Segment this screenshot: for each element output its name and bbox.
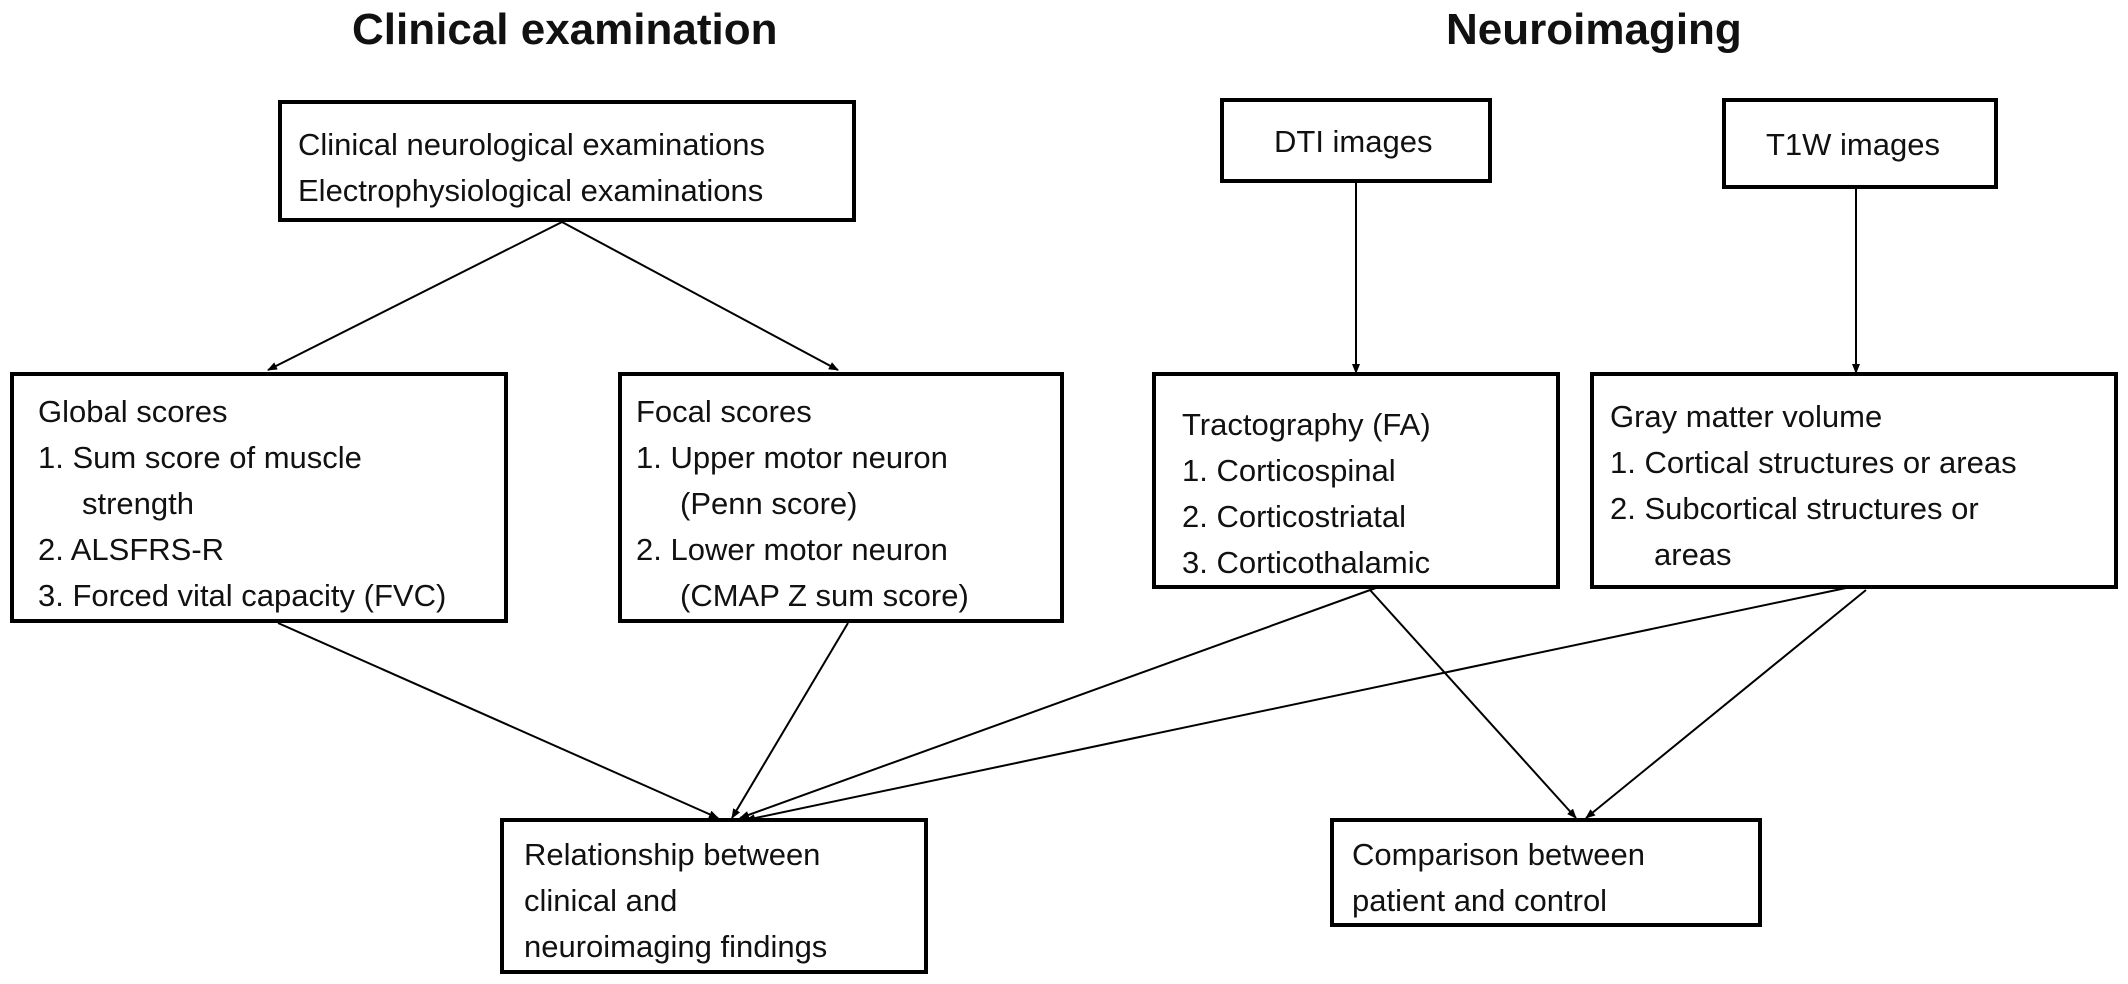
dti-images-box: DTI images [1220,98,1492,183]
gray-matter-item-2-cont: areas [1654,537,1732,572]
focal-scores-item-2-cont: (CMAP Z sum score) [680,578,969,613]
arrow-global-to-relationship [277,622,719,819]
focal-scores-title: Focal scores [636,394,812,429]
global-scores-item-2: 2. ALSFRS-R [38,532,225,567]
focal-scores-box: Focal scores 1. Upper motor neuron (Penn… [618,372,1064,623]
tractography-title: Tractography (FA) [1182,407,1431,442]
clinical-examinations-line-1: Clinical neurological examinations [298,127,765,162]
tractography-item-1: 1. Corticospinal [1182,453,1396,488]
gray-matter-title: Gray matter volume [1610,399,1883,434]
focal-scores-item-1: 1. Upper motor neuron [636,440,948,475]
clinical-examinations-line-2: Electrophysiological examinations [298,173,764,208]
neuroimaging-heading: Neuroimaging [1446,5,1742,54]
tractography-box: Tractography (FA) 1. Corticospinal 2. Co… [1152,372,1560,589]
dti-images-label: DTI images [1274,124,1433,159]
tractography-item-2: 2. Corticostriatal [1182,499,1406,534]
global-scores-item-1: 1. Sum score of muscle [38,440,362,475]
global-scores-box: Global scores 1. Sum score of muscle str… [10,372,508,623]
comparison-line-2: patient and control [1352,883,1608,918]
comparison-line-1: Comparison between [1352,837,1645,872]
global-scores-title: Global scores [38,394,228,429]
clinical-examinations-box: Clinical neurological examinations Elect… [278,100,856,222]
arrow-focal-to-relationship [731,622,849,819]
arrow-graymatter-to-comparison [1585,589,1867,819]
arrow-tractography-to-comparison [1369,589,1577,819]
gray-matter-item-1: 1. Cortical structures or areas [1610,445,2017,480]
comparison-box: Comparison between patient and control [1330,818,1762,927]
t1w-images-box: T1W images [1722,98,1998,189]
arrow-clinical-to-global [267,221,563,371]
relationship-line-2: clinical and [524,883,678,918]
gray-matter-volume-box: Gray matter volume 1. Cortical structure… [1590,372,2118,589]
relationship-line-1: Relationship between [524,837,821,872]
tractography-item-3: 3. Corticothalamic [1182,545,1431,580]
focal-scores-item-1-cont: (Penn score) [680,486,858,521]
arrow-graymatter-to-relationship [745,587,1847,823]
arrow-tractography-to-relationship [739,584,1385,819]
relationship-box: Relationship between clinical and neuroi… [500,818,928,974]
global-scores-item-1-cont: strength [82,486,195,521]
clinical-examination-heading: Clinical examination [352,5,778,54]
global-scores-item-3: 3. Forced vital capacity (FVC) [38,578,447,613]
arrow-clinical-to-focal [561,221,839,371]
focal-scores-item-2: 2. Lower motor neuron [636,532,948,567]
relationship-line-3: neuroimaging findings [524,929,828,964]
gray-matter-item-2: 2. Subcortical structures or [1610,491,1979,526]
t1w-images-label: T1W images [1766,127,1940,162]
